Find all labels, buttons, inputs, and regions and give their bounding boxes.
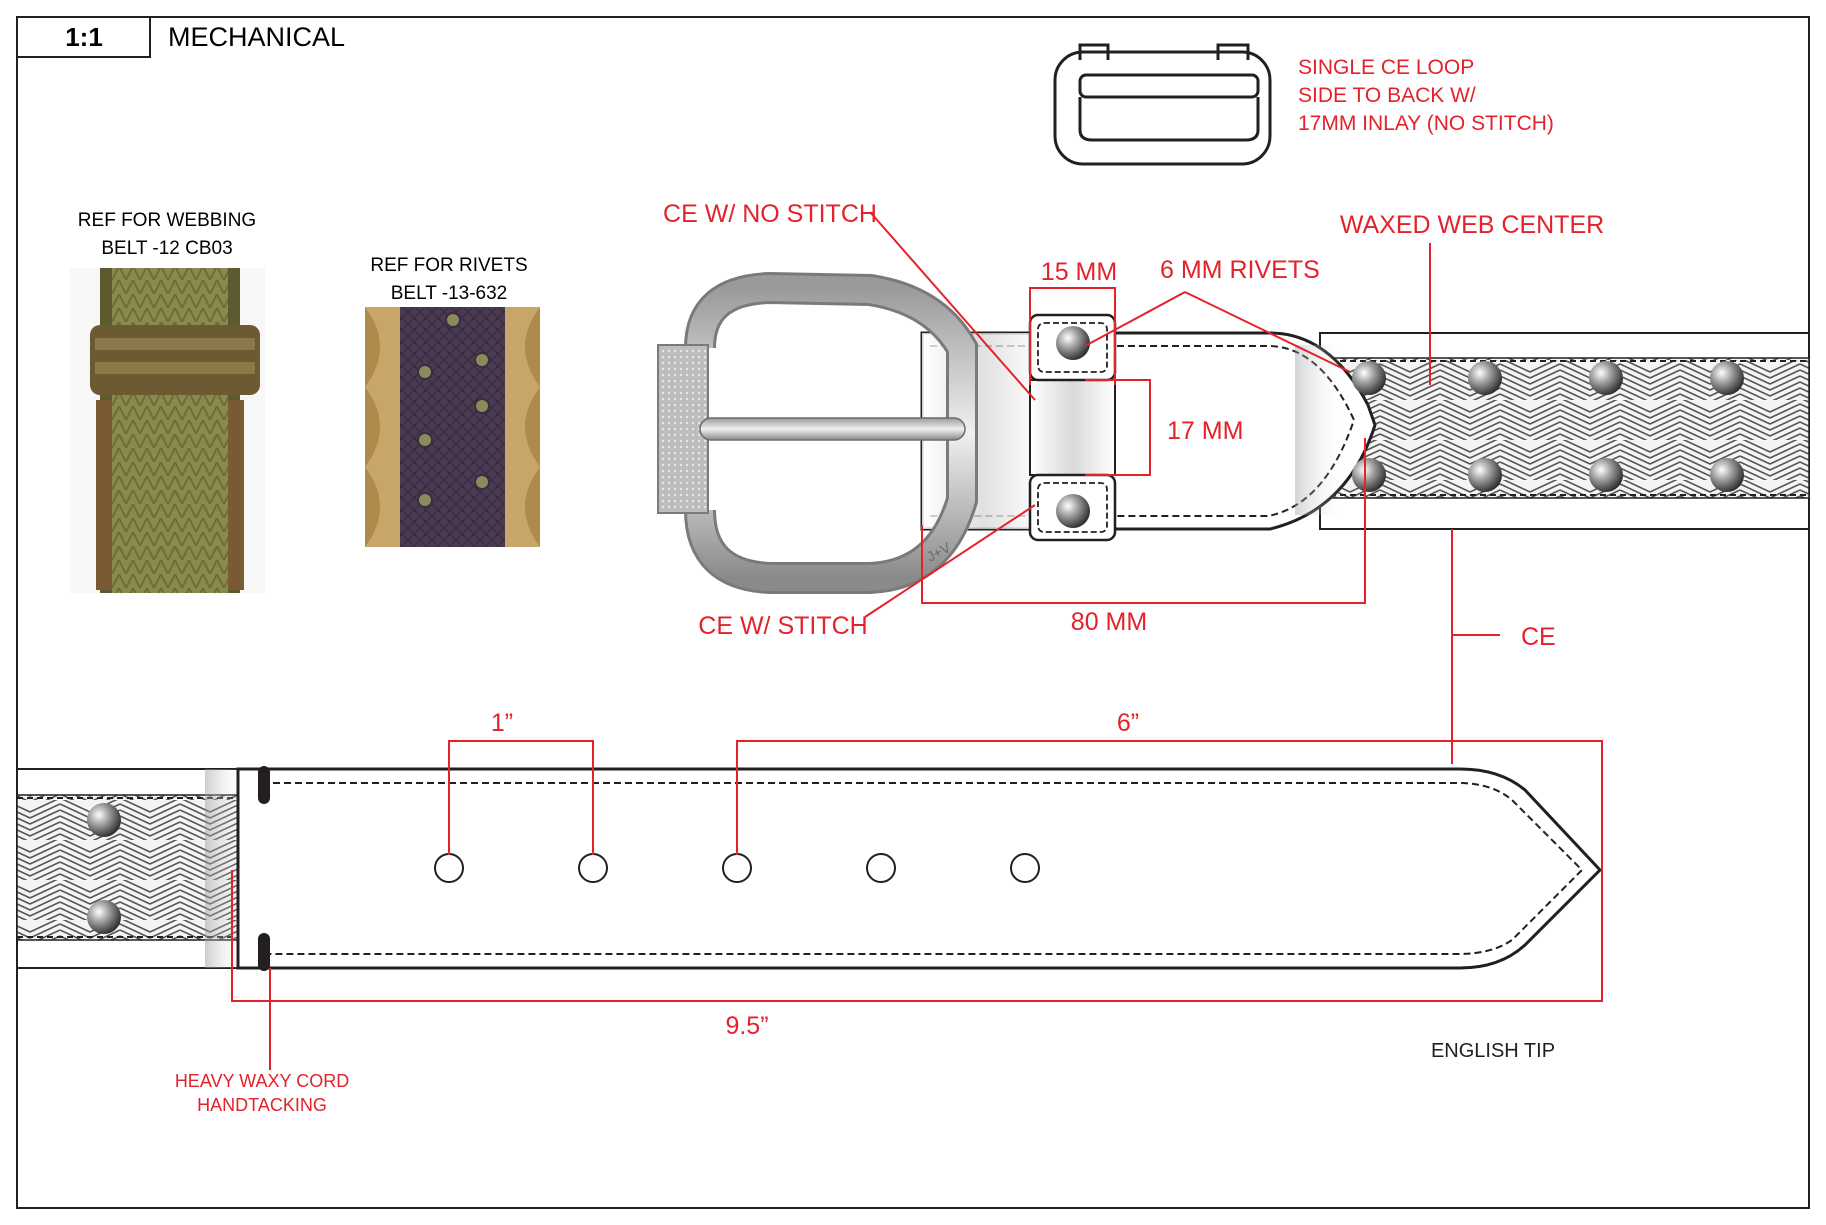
rivet-icon bbox=[1352, 361, 1386, 395]
page-title: MECHANICAL bbox=[168, 22, 345, 52]
top-dimension-lines bbox=[864, 211, 1500, 764]
buckle-end-dimension: 80 MM bbox=[1071, 608, 1147, 636]
rivet-row-tip bbox=[87, 803, 121, 934]
belt-hole-icon bbox=[722, 853, 752, 883]
belt-hole-icon bbox=[578, 853, 608, 883]
ref-rivets-line1: REF FOR RIVETS bbox=[370, 255, 527, 276]
hole-spacing-dimension: 1” bbox=[491, 709, 513, 737]
handtacking-callout-line2: HANDTACKING bbox=[197, 1095, 327, 1115]
bottom-dimension-lines bbox=[231, 740, 1603, 1070]
ce-callout: CE bbox=[1521, 623, 1556, 651]
english-tip-label: ENGLISH TIP bbox=[1431, 1040, 1555, 1062]
rivet-icon bbox=[1710, 361, 1744, 395]
tip-end-strap bbox=[16, 766, 1603, 971]
rivet-icon bbox=[1710, 458, 1744, 492]
rivets-reference-photo bbox=[365, 307, 540, 547]
handtacking-callout-line1: HEAVY WAXY CORD bbox=[175, 1071, 349, 1091]
tip-length-dimension: 9.5” bbox=[725, 1012, 768, 1040]
rivet-row bbox=[1056, 326, 1744, 528]
rivet-icon bbox=[1589, 458, 1623, 492]
roller-buckle-icon: J+V bbox=[657, 271, 978, 594]
rivet-icon bbox=[1589, 361, 1623, 395]
rivets-callout: 6 MM RIVETS bbox=[1160, 256, 1320, 284]
page-frame bbox=[16, 16, 1810, 1209]
ce-stitch-callout: CE W/ STITCH bbox=[698, 612, 867, 640]
webbing-reference-photo bbox=[70, 268, 265, 593]
rivet-icon bbox=[1468, 361, 1502, 395]
waxed-web-center-callout: WAXED WEB CENTER bbox=[1340, 211, 1604, 239]
ce-loop bbox=[1028, 313, 1117, 542]
ce-no-stitch-callout: CE W/ NO STITCH bbox=[663, 200, 877, 228]
ref-webbing-line1: REF FOR WEBBING bbox=[78, 210, 256, 231]
belt-hole-icon bbox=[434, 853, 464, 883]
belt-holes bbox=[434, 853, 1040, 883]
rivet-icon bbox=[1056, 326, 1090, 360]
rivet-icon bbox=[1352, 458, 1386, 492]
ref-webbing-line2: BELT -12 CB03 bbox=[101, 238, 232, 259]
scale-label: 1:1 bbox=[65, 22, 103, 52]
rivet-icon bbox=[87, 803, 121, 837]
ce-loop-icon bbox=[1053, 43, 1272, 166]
loop-inlay-dimension: 17 MM bbox=[1167, 417, 1243, 445]
belt-hole-icon bbox=[866, 853, 896, 883]
loop-callout-line2: SIDE TO BACK W/ bbox=[1298, 84, 1476, 107]
rivet-icon bbox=[87, 900, 121, 934]
scale-box bbox=[16, 16, 151, 58]
loop-width-dimension: 15 MM bbox=[1041, 258, 1117, 286]
belt-hole-icon bbox=[1010, 853, 1040, 883]
loop-callout-line3: 17MM INLAY (NO STITCH) bbox=[1298, 112, 1554, 135]
loop-callout-line1: SINGLE CE LOOP bbox=[1298, 56, 1474, 79]
ref-rivets-line2: BELT -13-632 bbox=[391, 283, 508, 304]
rivet-icon bbox=[1056, 494, 1090, 528]
rivet-icon bbox=[1468, 458, 1502, 492]
tip-to-hole-dimension: 6” bbox=[1117, 709, 1139, 737]
